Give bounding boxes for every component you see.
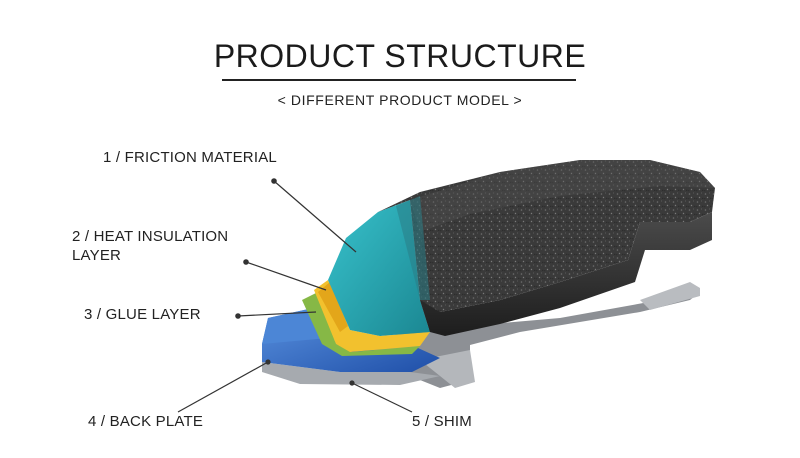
label-heat-insulation-line2: LAYER: [72, 247, 122, 264]
label-heat-insulation-line1: 2 / HEAT INSULATION: [72, 228, 229, 245]
friction-material-layer: [378, 160, 715, 332]
glue-green-layer: [302, 292, 420, 356]
shim-leader-line: [351, 382, 413, 413]
friction-leader-line: [273, 180, 357, 253]
shim-layer: [262, 362, 440, 385]
glue-leader-line: [237, 311, 317, 317]
label-back-plate: 4 / BACK PLATE: [88, 413, 204, 430]
label-glue-layer: 3 / GLUE LAYER: [84, 306, 201, 323]
label-shim: 5 / SHIM: [412, 413, 472, 430]
page-title: PRODUCT STRUCTURE: [213, 38, 587, 74]
back-plate-leader-line: [177, 361, 269, 413]
title-underline: [222, 79, 576, 81]
heat-insulation-leader-line: [245, 261, 327, 291]
glue-layer: [314, 280, 430, 352]
label-friction-material: 1 / FRICTION MATERIAL: [103, 149, 277, 166]
page-subtitle: < DIFFERENT PRODUCT MODEL >: [277, 92, 523, 108]
